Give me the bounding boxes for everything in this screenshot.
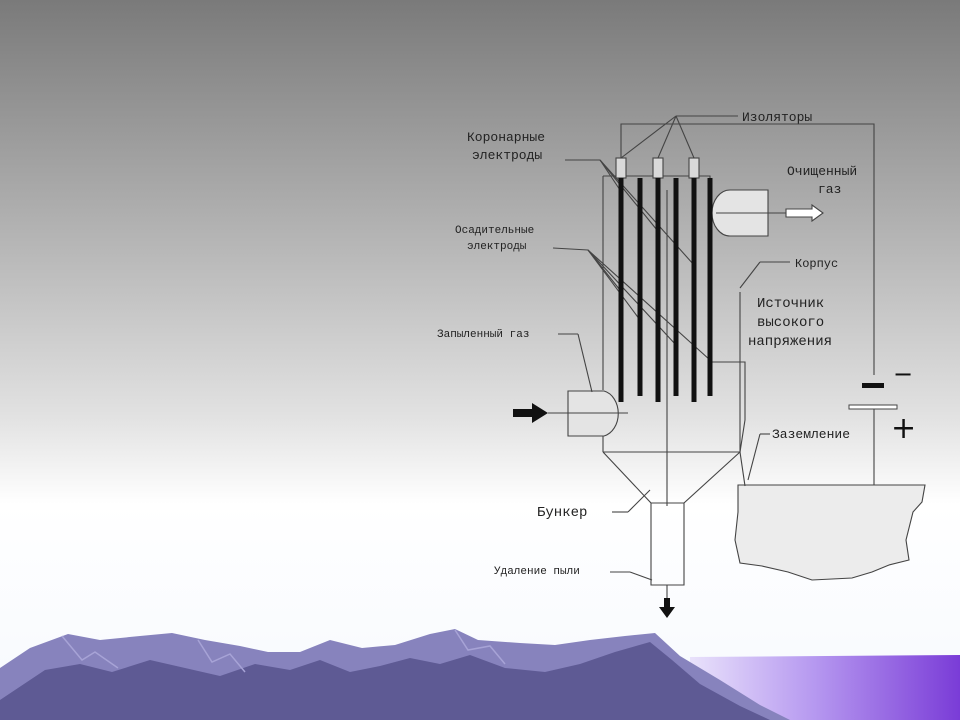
hv-bus-wire bbox=[620, 123, 875, 375]
label-group-small: Осадительные электроды Запыленный газ Уд… bbox=[437, 225, 580, 578]
label-clean-gas-line2: газ bbox=[818, 182, 841, 197]
insulator bbox=[615, 157, 627, 179]
casing-to-ground-wire bbox=[739, 451, 746, 487]
leader-grounding bbox=[747, 433, 761, 481]
label-corona-line2: электроды bbox=[472, 148, 542, 163]
hopper bbox=[602, 451, 741, 586]
label-collecting-line2: электроды bbox=[467, 241, 527, 253]
ridge-highlight bbox=[454, 629, 506, 665]
ridge-highlight bbox=[197, 639, 246, 673]
insulator bbox=[652, 157, 664, 179]
label-grounding: Заземление bbox=[772, 427, 850, 442]
ground-earth bbox=[734, 484, 926, 581]
leader-collecting bbox=[587, 249, 641, 321]
label-dust-removal: Удаление пыли bbox=[494, 566, 580, 578]
label-group: Изоляторы Коронарные электроды Очищенный… bbox=[467, 110, 857, 521]
leader-hopper bbox=[627, 489, 651, 513]
leader-insulators bbox=[620, 115, 677, 159]
dusty-gas-arrow bbox=[513, 403, 548, 423]
label-clean-gas-line1: Очищенный bbox=[787, 164, 857, 179]
leader-corona bbox=[599, 159, 658, 231]
label-hv-line1: Источник bbox=[757, 296, 824, 312]
dust-removal-arrow bbox=[659, 598, 675, 618]
insulator bbox=[688, 157, 700, 179]
leader-collecting bbox=[587, 249, 711, 361]
positive-sign: + bbox=[891, 411, 916, 446]
leader-insulators bbox=[657, 115, 677, 159]
label-hopper: Бункер bbox=[537, 505, 587, 521]
leader-insulators bbox=[675, 115, 695, 159]
label-hv-line3: напряжения bbox=[748, 334, 832, 350]
clean-gas-arrow bbox=[785, 203, 824, 223]
label-insulators: Изоляторы bbox=[742, 110, 812, 125]
electrode-array bbox=[618, 178, 713, 402]
negative-plate bbox=[862, 383, 884, 388]
precipitator-schematic bbox=[548, 115, 926, 602]
label-hv-line2: высокого bbox=[757, 315, 824, 331]
positive-plate bbox=[848, 404, 898, 410]
mountain-range-front bbox=[0, 642, 770, 720]
landscape-background bbox=[0, 629, 960, 720]
leader-corona bbox=[599, 159, 621, 191]
leader-collecting bbox=[587, 249, 677, 346]
leader-collecting bbox=[552, 247, 589, 251]
label-collecting-line1: Осадительные bbox=[455, 225, 534, 237]
label-casing: Корпус bbox=[795, 257, 838, 271]
label-dusty-gas: Запыленный газ bbox=[437, 329, 529, 341]
leader-casing bbox=[739, 261, 761, 289]
negative-sign: − bbox=[893, 360, 913, 388]
casing-wall bbox=[710, 361, 746, 453]
ridge-highlight bbox=[61, 635, 119, 669]
label-corona-line1: Коронарные bbox=[467, 130, 545, 145]
leader-dusty-gas bbox=[577, 333, 593, 393]
leader-dust-removal bbox=[629, 571, 653, 581]
